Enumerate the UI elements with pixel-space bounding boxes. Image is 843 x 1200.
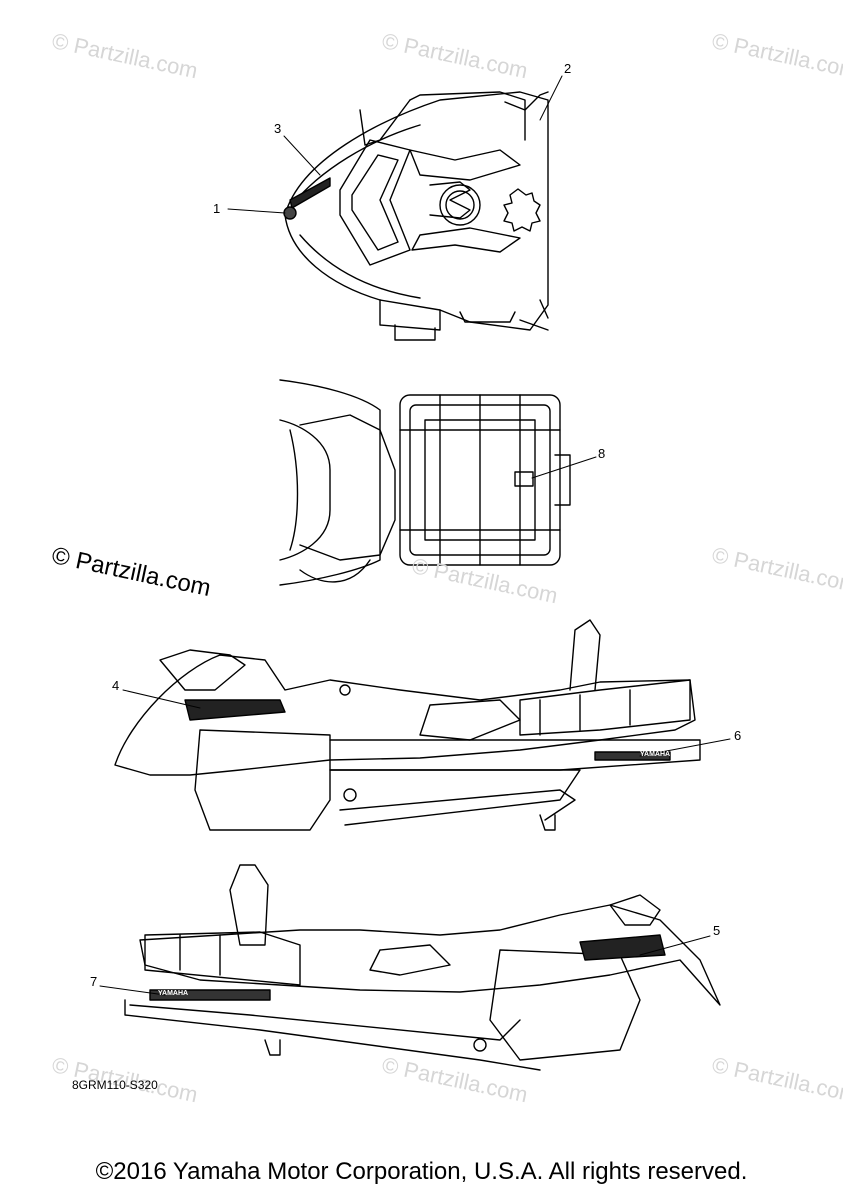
callout-1: 1 <box>213 201 221 216</box>
side-view-left <box>114 619 701 831</box>
side-view-right <box>124 864 721 1071</box>
decal-label: YAMAHA <box>158 990 189 997</box>
drawing-code: 8GRM110-S320 <box>72 1078 158 1092</box>
callout-7: 7 <box>90 974 98 989</box>
rack-top-view <box>279 379 571 586</box>
callout-3: 3 <box>274 121 282 136</box>
leader-lines <box>99 75 731 996</box>
hood-top-view <box>283 91 549 341</box>
callout-4: 4 <box>112 678 120 693</box>
callout-6: 6 <box>734 728 742 743</box>
decal-label: YAMAHA <box>640 751 671 758</box>
callout-8: 8 <box>598 446 606 461</box>
callout-2: 2 <box>564 61 572 76</box>
copyright-notice: ©2016 Yamaha Motor Corporation, U.S.A. A… <box>95 1158 748 1185</box>
callout-5: 5 <box>713 923 721 938</box>
